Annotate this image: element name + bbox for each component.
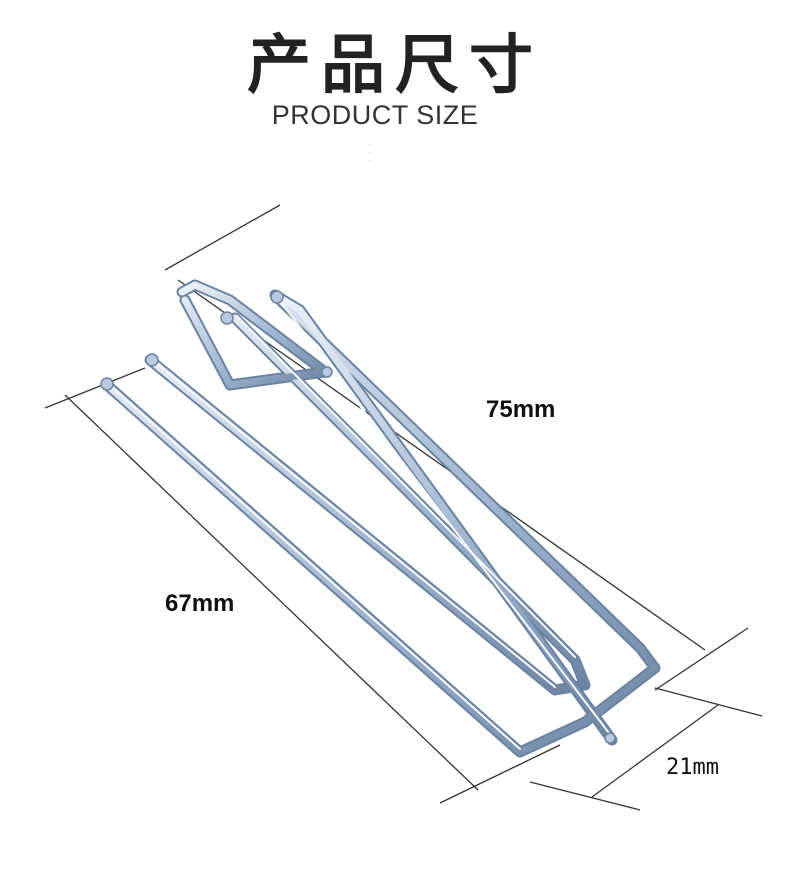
dim-line-67 xyxy=(64,394,479,791)
wire-tip xyxy=(321,366,333,378)
wire-tip xyxy=(100,377,114,391)
dim-line-21 xyxy=(591,704,719,798)
fine-print-line: … xyxy=(368,158,372,162)
dim-tick xyxy=(654,627,749,691)
wire-tip xyxy=(220,311,234,325)
hook-wires xyxy=(100,279,661,758)
fine-print: … … … xyxy=(200,140,540,164)
fine-print-line: … xyxy=(368,150,372,154)
dim-tick xyxy=(439,744,561,804)
page-title-chinese: 产品尺寸 xyxy=(247,29,543,103)
page-title-english: PRODUCT SIZE xyxy=(271,100,479,130)
dim-tick xyxy=(654,687,763,717)
dim-tick xyxy=(44,367,146,409)
dimension-label-length: 75mm xyxy=(486,396,556,423)
fine-print-line: … xyxy=(368,142,372,146)
dim-tick xyxy=(529,781,641,811)
dimension-lines xyxy=(44,204,763,811)
dimension-label-width: 21mm xyxy=(666,755,719,780)
dim-tick xyxy=(164,204,281,271)
wire-tip xyxy=(145,353,159,367)
wire-tip xyxy=(270,290,284,304)
wire-tip xyxy=(604,732,616,744)
dimension-label-height: 67mm xyxy=(165,590,235,617)
